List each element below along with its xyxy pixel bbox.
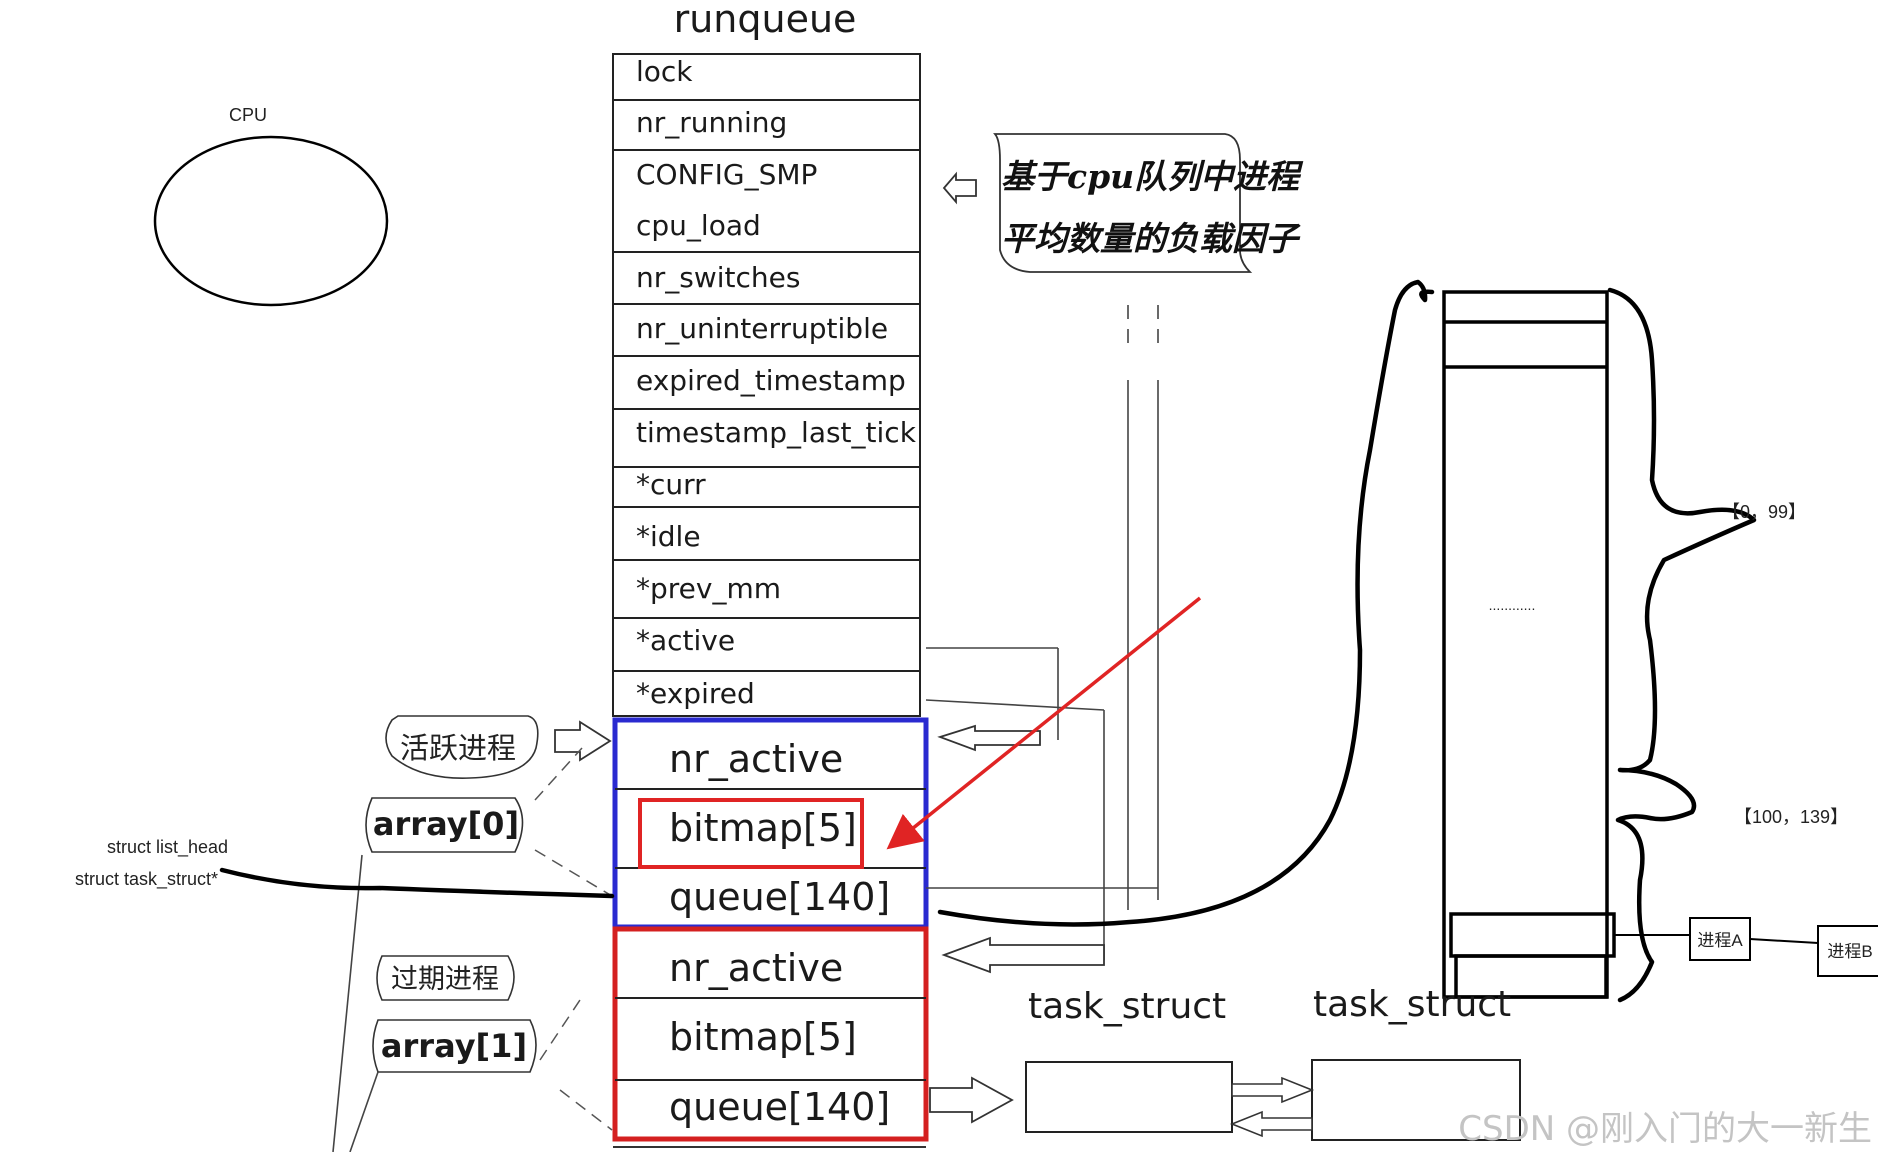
task-ptr-label: struct task_struct* (75, 869, 218, 890)
field-config-smp: CONFIG_SMP (636, 158, 817, 191)
task-struct-2-box (1311, 1059, 1521, 1141)
list-head-connector (219, 867, 615, 899)
range-normal-label: 【100，139】 (1734, 807, 1848, 827)
bitmap-highlight (638, 798, 864, 869)
runqueue-field-dividers (613, 99, 920, 672)
field-curr: *curr (636, 468, 706, 501)
field-active: *active (636, 624, 735, 657)
cpu-label: CPU (229, 105, 267, 125)
queue-slot-process (1449, 912, 1616, 958)
field-lock: lock (636, 55, 693, 88)
load-note-line1: 基于cpu队列中进程 (1001, 157, 1304, 196)
highlight-arrow (886, 596, 1202, 850)
array1-label: array[1] (381, 1027, 527, 1065)
priority-queue-ladder: ............ (1442, 290, 1616, 999)
array1-bitmap: bitmap[5] (669, 1015, 857, 1059)
expired-process-callout: 过期进程 (376, 955, 515, 1001)
active-process-arrow (554, 720, 612, 762)
queue-ladder-frame (1442, 290, 1609, 999)
queue-to-task-arrow (929, 1076, 1014, 1124)
field-prev-mm: *prev_mm (636, 572, 781, 605)
list-head-label: struct list_head (107, 837, 228, 858)
array0-block: nr_active bitmap[5] queue[140] (612, 717, 929, 930)
field-nr-switches: nr_switches (636, 261, 800, 294)
field-nr-running: nr_running (636, 106, 787, 139)
field-cpu-load: cpu_load (636, 209, 761, 242)
active-pointer-arrow (937, 724, 1041, 752)
process-b-box (1817, 925, 1878, 977)
task-struct-1-label: task_struct (1028, 986, 1226, 1027)
active-process-callout: 活跃进程 (385, 715, 539, 779)
expired-pointer-arrow (941, 936, 1105, 974)
queue-slot-last (1454, 954, 1608, 999)
array1-queue: queue[140] (669, 1085, 890, 1129)
process-a-label: 进程A (1697, 931, 1743, 950)
array0-callout: array[0] (365, 797, 524, 853)
array1-callout: array[1] (372, 1019, 537, 1073)
field-expired-timestamp: expired_timestamp (636, 364, 906, 397)
field-expired: *expired (636, 677, 755, 710)
array1-frame (612, 926, 929, 1142)
array0-label: array[0] (373, 805, 519, 843)
pointer-link-lines (925, 305, 1159, 960)
callout-leaders (534, 747, 613, 1131)
load-note-arrow (942, 171, 977, 205)
task-struct-1-box (1025, 1061, 1233, 1133)
load-factor-note: 基于cpu队列中进程 平均数量的负载因子 (993, 133, 1304, 273)
array1-block: nr_active bitmap[5] queue[140] (612, 926, 929, 1142)
queue-scribble-right (1607, 287, 1757, 1003)
runqueue-struct: lock nr_running CONFIG_SMP cpu_load nr_s… (612, 53, 921, 717)
process-link-2 (1749, 938, 1819, 944)
diagram-title: runqueue (674, 0, 857, 41)
load-note-line2: 平均数量的负载因子 (1001, 219, 1301, 258)
field-idle: *idle (636, 520, 701, 553)
watermark: CSDN @刚入门的大一新生 (1458, 1109, 1872, 1149)
bracket-lines (332, 854, 379, 1152)
queue-ellipsis: ............ (1489, 597, 1536, 613)
cpu-ellipse (153, 135, 389, 307)
expired-process-tag: 过期进程 (391, 964, 499, 994)
task-struct-links (1229, 1076, 1315, 1138)
field-timestamp-last-tick: timestamp_last_tick (636, 416, 917, 449)
field-nr-uninterruptible: nr_uninterruptible (636, 312, 888, 345)
active-process-tag: 活跃进程 (400, 732, 516, 765)
array0-nr-active: nr_active (669, 737, 843, 781)
array1-nr-active: nr_active (669, 946, 843, 990)
array0-queue: queue[140] (669, 875, 890, 919)
array0-bitmap: bitmap[5] (669, 806, 857, 850)
runqueue-frame (612, 53, 921, 717)
range-realtime-label: 【0，99】 (1722, 502, 1806, 522)
process-b-label: 进程B (1827, 942, 1872, 961)
queue-scribble-left (937, 279, 1435, 927)
task-struct-2-label: task_struct (1313, 984, 1511, 1025)
